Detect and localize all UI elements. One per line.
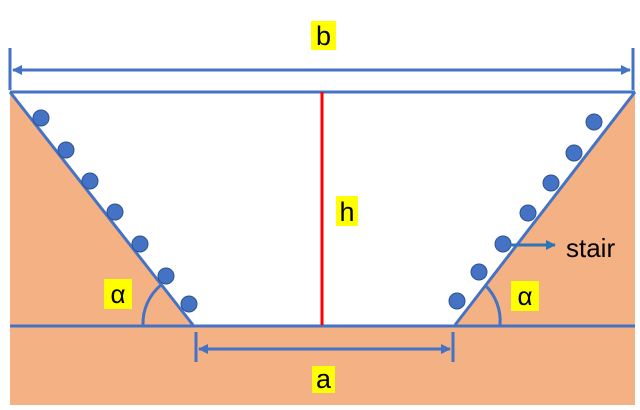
right-alpha-label: α (517, 281, 532, 311)
b-label-bg (311, 21, 336, 50)
stair-dot (448, 292, 466, 310)
h-label-bg (336, 196, 358, 226)
left-stair-dots (32, 109, 198, 313)
right-angle-arc (483, 283, 502, 326)
stair-dot (57, 141, 75, 159)
stair-dot (494, 235, 512, 253)
right-stair-dots (448, 113, 603, 310)
stair-dot (542, 174, 560, 192)
stair-label: stair (566, 233, 615, 263)
left-angle-arc (141, 283, 162, 326)
right-alpha-bg (511, 281, 539, 311)
stair-dot (565, 144, 583, 162)
stair-dot (519, 204, 537, 222)
stair-dot (470, 263, 488, 281)
left-alpha-bg (104, 279, 132, 309)
stair-dot (157, 267, 175, 285)
a-label-bg (312, 366, 335, 393)
stair-dot (32, 109, 50, 127)
h-label: h (339, 197, 354, 227)
stair-dot (585, 113, 603, 131)
b-label: b (316, 21, 331, 51)
stair-dot (106, 203, 124, 221)
stair-dot (131, 235, 149, 253)
stair-dot (81, 172, 99, 190)
a-label: a (316, 364, 332, 394)
left-alpha-label: α (110, 279, 125, 309)
left-slope-line (8, 91, 195, 326)
stair-dot (180, 295, 198, 313)
